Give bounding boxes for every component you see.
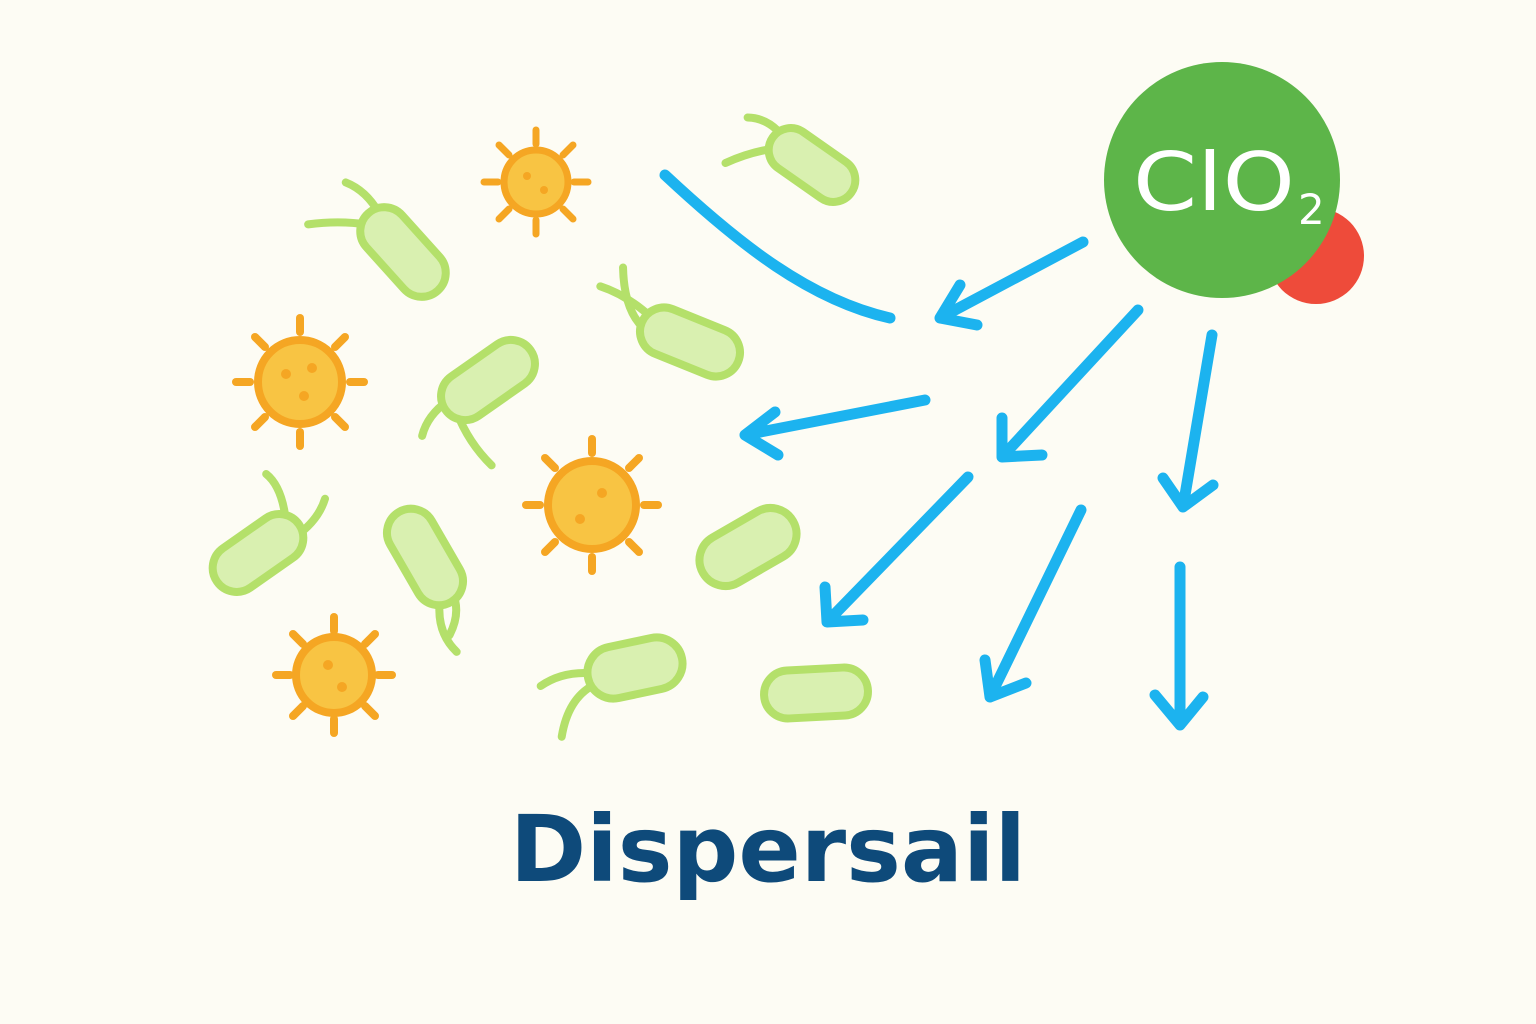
chlorine-atom (1104, 62, 1340, 298)
molecule-formula: ClO (1133, 136, 1295, 229)
dispersal-arrow-icon (739, 394, 931, 461)
virus-icon (480, 126, 592, 238)
bacterium-icon (695, 504, 801, 590)
dispersal-arrows (659, 169, 1219, 731)
diagram-title: Dispersail (509, 796, 1027, 903)
dispersal-arrow-icon (819, 471, 974, 628)
dispersal-arrow-icon (1149, 561, 1209, 731)
bacterium-icon (383, 504, 467, 656)
chlorine-dioxide-molecule-icon: ClO 2 (1104, 62, 1364, 304)
dispersal-arrow-icon (1157, 329, 1219, 513)
bacteria-group (208, 113, 872, 741)
viruses-group (232, 126, 662, 737)
bacterium-icon (760, 663, 872, 723)
virus-icon (522, 435, 662, 575)
bacterium-icon (596, 263, 744, 381)
virus-icon (272, 613, 396, 737)
dispersal-arrow-icon (934, 236, 1089, 331)
dispersal-arrow-icon (996, 304, 1144, 463)
virus-icon (232, 314, 368, 450)
dispersal-arrow-icon (659, 169, 896, 324)
bacterium-icon (536, 633, 687, 741)
bacterium-icon (208, 470, 330, 596)
molecule-subscript: 2 (1298, 185, 1325, 234)
bacterium-icon (304, 178, 450, 301)
bacterium-icon (418, 335, 539, 470)
dispersal-arrow-icon (979, 504, 1087, 703)
bacterium-icon (721, 113, 860, 206)
